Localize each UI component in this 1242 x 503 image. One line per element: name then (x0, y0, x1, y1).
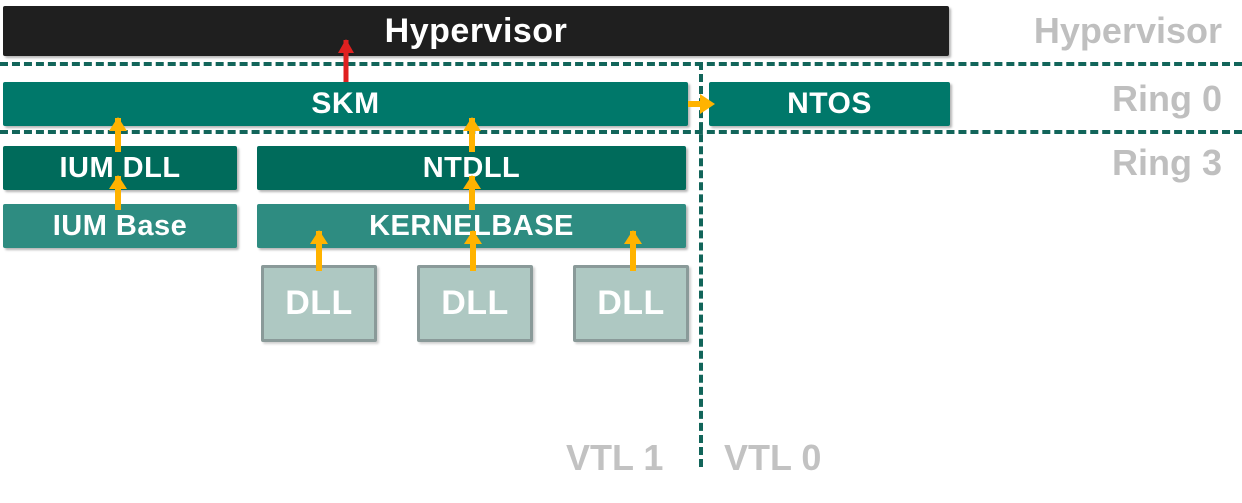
side-label-ring3-text: Ring 3 (1111, 142, 1222, 183)
divider-vtl1-vtl0 (699, 62, 703, 467)
divider-hypervisor-ring0 (0, 62, 1242, 66)
box-ium-base: IUM Base (3, 204, 237, 248)
box-ntos-label: NTOS (787, 87, 872, 120)
divider-ring0-ring3 (0, 130, 1242, 134)
side-label-hypervisor-text: Hypervisor (1033, 10, 1222, 51)
vtl-label-0-text: VTL 0 (724, 437, 822, 478)
box-dll-3-label: DLL (597, 284, 665, 322)
box-hypervisor-label: Hypervisor (384, 11, 568, 50)
box-skm-label: SKM (311, 87, 380, 120)
box-ium-base-label: IUM Base (52, 209, 188, 242)
box-hypervisor: Hypervisor (3, 6, 949, 56)
side-label-hypervisor: Hypervisor (1034, 10, 1222, 52)
box-dll-2-label: DLL (441, 284, 509, 322)
box-dll-1-label: DLL (285, 284, 353, 322)
box-ntos: NTOS (709, 82, 950, 126)
box-dll-1: DLL (261, 265, 377, 342)
vtl-label-1: VTL 1 (566, 437, 663, 479)
box-dll-2: DLL (417, 265, 533, 342)
vtl-label-0: VTL 0 (724, 437, 821, 479)
side-label-ring0: Ring 0 (1112, 78, 1222, 120)
side-label-ring0-text: Ring 0 (1111, 78, 1222, 119)
side-label-ring3: Ring 3 (1112, 142, 1222, 184)
box-dll-3: DLL (573, 265, 689, 342)
vtl-label-1-text: VTL 1 (566, 437, 664, 478)
box-skm: SKM (3, 82, 688, 126)
